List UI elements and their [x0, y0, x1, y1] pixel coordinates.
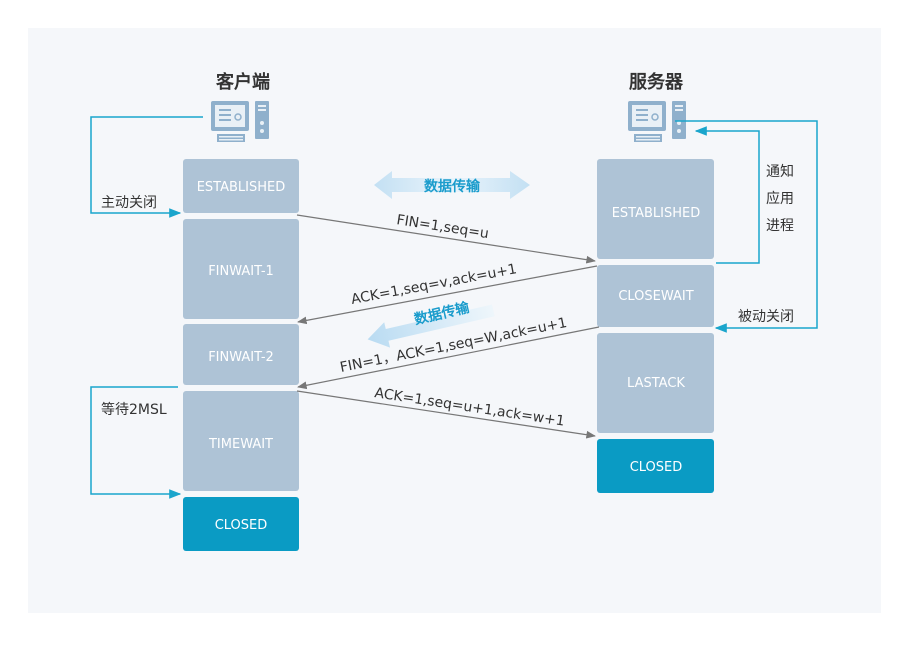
- message-final-ack-arrow: [296, 390, 596, 439]
- data-transfer-label-top: 数据传输: [424, 178, 481, 195]
- client-state-closed: CLOSED: [183, 497, 299, 551]
- svg-text:CLOSED: CLOSED: [215, 518, 268, 533]
- server-state-closed: CLOSED: [597, 439, 714, 493]
- message-fin-arrow: [296, 214, 596, 264]
- svg-text:CLOSEWAIT: CLOSEWAIT: [618, 289, 693, 304]
- wait-2msl-connector: [90, 386, 182, 499]
- svg-text:ESTABLISHED: ESTABLISHED: [197, 180, 286, 195]
- svg-text:FINWAIT-2: FINWAIT-2: [208, 350, 274, 365]
- notify-app-label-line1: 通知: [766, 163, 794, 180]
- notify-app-label-line3: 进程: [766, 218, 794, 234]
- message-ack-arrow: [297, 265, 598, 325]
- svg-text:ESTABLISHED: ESTABLISHED: [612, 206, 701, 221]
- server-title: 服务器: [629, 71, 684, 93]
- wait-2msl-label: 等待2MSL: [101, 401, 167, 418]
- passive-close-connector: [675, 120, 818, 333]
- passive-close-label: 被动关闭: [738, 309, 794, 325]
- data-transfer-double-arrow: 数据传输: [374, 171, 530, 199]
- client-state-timewait: TIMEWAIT: [183, 391, 299, 491]
- server-state-closewait: CLOSEWAIT: [597, 265, 714, 327]
- client-computer-icon: [211, 101, 269, 142]
- active-close-label: 主动关闭: [101, 195, 157, 211]
- message-fin-ack-arrow: [297, 326, 600, 390]
- client-state-established: ESTABLISHED: [183, 159, 299, 213]
- client-state-finwait-1: FINWAIT-1: [183, 219, 299, 319]
- svg-text:FINWAIT-1: FINWAIT-1: [208, 264, 274, 279]
- svg-text:LASTACK: LASTACK: [627, 376, 685, 391]
- notify-app-connector: [694, 126, 760, 264]
- svg-text:TIMEWAIT: TIMEWAIT: [208, 437, 273, 452]
- client-state-finwait-2: FINWAIT-2: [183, 324, 299, 385]
- notify-app-label-line2: 应用: [766, 190, 794, 207]
- server-computer-icon: [628, 101, 686, 142]
- client-title: 客户端: [216, 71, 270, 93]
- svg-text:CLOSED: CLOSED: [630, 460, 683, 475]
- server-state-established: ESTABLISHED: [597, 159, 714, 259]
- active-close-connector: [90, 116, 203, 218]
- server-state-lastack: LASTACK: [597, 333, 714, 433]
